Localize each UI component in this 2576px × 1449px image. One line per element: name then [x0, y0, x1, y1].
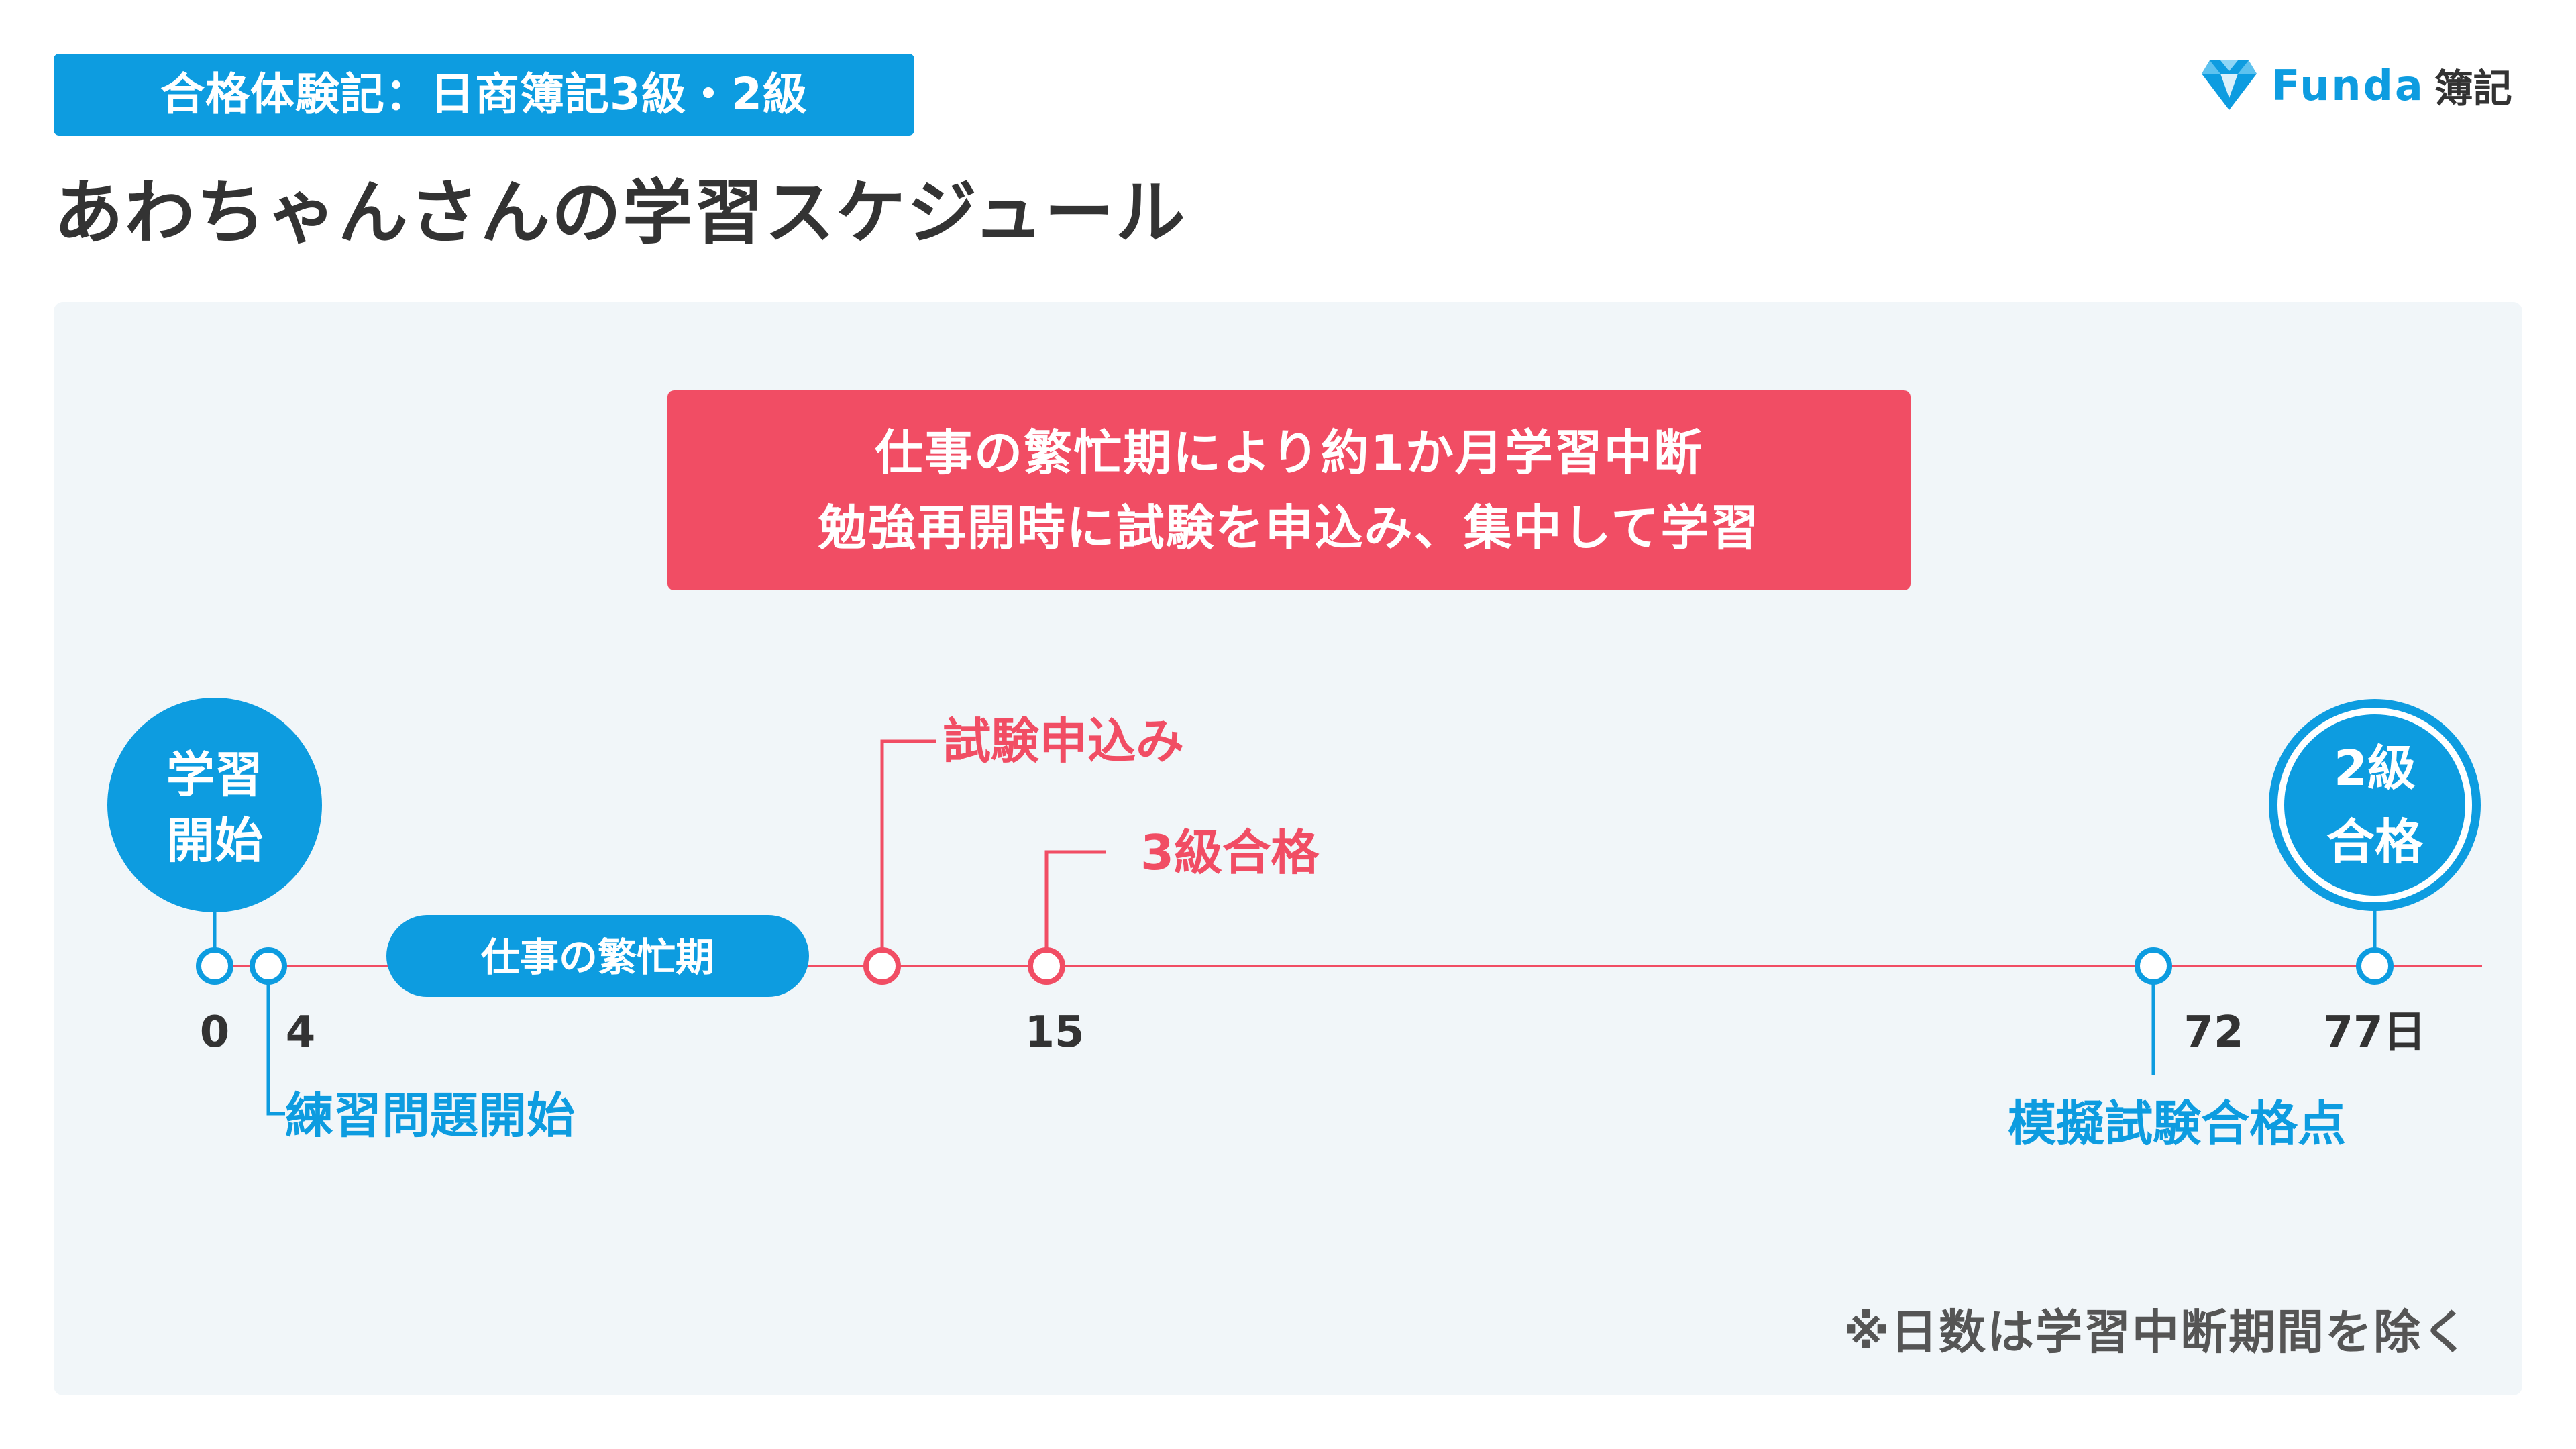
study-interruption-notice: 仕事の繁忙期により約1か月学習中断 勉強再開時に試験を申込み、集中して学習 — [667, 390, 1911, 590]
page-title: あわちゃんさんの学習スケジュール — [54, 172, 1187, 254]
funda-logo: Funda 簿記 — [2200, 55, 2512, 115]
notice-line-1: 仕事の繁忙期により約1か月学習中断 — [875, 425, 1703, 481]
marker-day-72 — [2135, 947, 2172, 985]
grade2-pass-bubble — [2269, 699, 2481, 911]
header-badge: 合格体験記：日商簿記3級・2級 — [54, 54, 914, 136]
tick-label-4: 4 — [286, 1008, 316, 1057]
marker-day-77 — [2356, 947, 2394, 985]
notice-line-2: 勉強再開時に試験を申込み、集中して学習 — [818, 500, 1760, 556]
marker-day-15 — [1028, 947, 1065, 985]
footnote: ※日数は学習中断期間を除く — [1843, 1305, 2470, 1360]
study-start-label-1: 学習 — [166, 747, 263, 803]
busy-period-label: 仕事の繁忙期 — [481, 934, 714, 980]
logo-kanji: 簿記 — [2434, 66, 2512, 111]
mock-exam-pass-label: 模擬試験合格点 — [2008, 1095, 2346, 1152]
grade3-pass-callout-line — [1044, 850, 1106, 953]
tick-label-15: 15 — [1024, 1008, 1084, 1057]
diamond-logo-icon — [2200, 58, 2258, 113]
grade3-pass-label: 3級合格 — [1140, 824, 1320, 881]
tick-label-77: 77日 — [2323, 1008, 2426, 1057]
exam-application-label: 試験申込み — [943, 713, 1184, 769]
busy-period-pill — [386, 915, 809, 997]
marker-day-4 — [250, 947, 287, 985]
logo-wordmark: Funda — [2271, 60, 2425, 110]
marker-day-0 — [196, 947, 233, 985]
tick-label-72: 72 — [2184, 1008, 2243, 1057]
grade2-pass-ring — [2277, 708, 2472, 902]
marker-exam-application — [863, 947, 901, 985]
study-start-label-2: 開始 — [166, 812, 263, 869]
practice-start-label: 練習問題開始 — [285, 1087, 575, 1144]
exam-application-callout-line — [880, 739, 936, 953]
study-start-bubble — [107, 698, 322, 912]
practice-start-callout-line — [266, 983, 285, 1116]
grade2-pass-label-2: 合格 — [2326, 814, 2424, 870]
tick-label-0: 0 — [200, 1008, 230, 1057]
grade2-pass-label-1: 2級 — [2334, 740, 2416, 796]
